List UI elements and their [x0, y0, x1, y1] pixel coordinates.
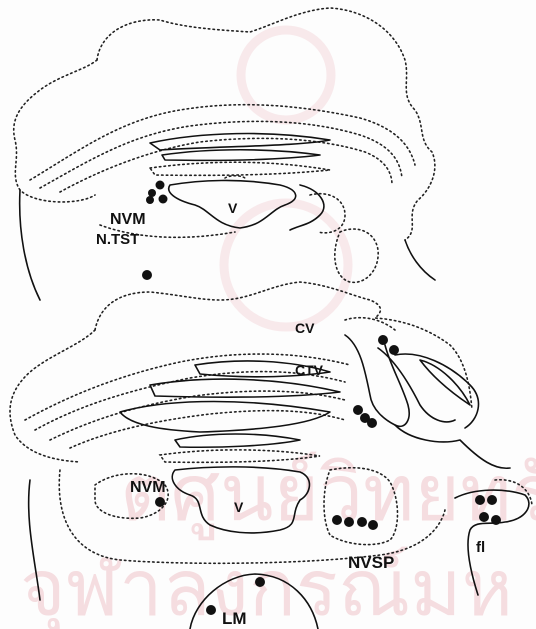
marker-dot	[353, 405, 363, 415]
label-v-lower: V	[234, 499, 244, 515]
upper-folium-c	[150, 162, 330, 175]
label-nvsp: NVSP	[348, 553, 394, 572]
upper-layer-2	[40, 121, 402, 188]
upper-lateral-outline	[14, 60, 97, 202]
watermark-seal-lower	[224, 203, 348, 327]
label-nvm-lower: NVM	[130, 479, 166, 496]
marker-dot	[378, 335, 388, 345]
label-nvm-upper: NVM	[110, 211, 146, 228]
lower-folium-c	[120, 402, 330, 433]
label-cv: CV	[295, 320, 315, 336]
marker-dot	[344, 517, 354, 527]
marker-dot	[156, 181, 165, 190]
label-v-upper: V	[228, 200, 238, 216]
marker-dot	[475, 495, 485, 505]
lower-folium-d	[175, 434, 300, 447]
label-ntst: N.TST	[96, 231, 139, 248]
upper-folium-a	[150, 134, 330, 150]
marker-dot	[389, 345, 399, 355]
watermark: ตศูนย์วิทยทรั จุฬาลงกรณ์มห	[20, 30, 536, 629]
marker-dot	[148, 189, 156, 197]
marker-dot	[155, 497, 165, 507]
label-ctv: CTV	[295, 362, 324, 378]
marker-dot	[357, 517, 367, 527]
marker-dot	[367, 418, 377, 428]
upper-folium-b	[162, 150, 320, 161]
marker-dot	[146, 196, 154, 204]
upper-midline-mark	[225, 176, 245, 178]
marker-dot	[206, 605, 216, 615]
marker-dot	[255, 577, 265, 587]
watermark-text-lower: จุฬาลงกรณ์มห	[20, 544, 513, 629]
upper-brainstem-right-edge	[405, 240, 435, 280]
marker-dot	[159, 195, 168, 204]
marker-dot	[491, 515, 501, 525]
lower-lateral-lobe	[395, 354, 478, 428]
label-fl: fl	[476, 539, 485, 556]
lower-lateral-pocket	[345, 318, 395, 330]
label-lm: LM	[222, 609, 247, 628]
marker-dot	[332, 515, 342, 525]
marker-dot	[487, 495, 497, 505]
upper-brainstem-left-edge	[20, 190, 40, 300]
lower-lateral-outline	[10, 330, 95, 462]
upper-layer-1	[30, 105, 415, 180]
marker-dot	[479, 512, 489, 522]
marker-dot	[368, 520, 378, 530]
marker-dot	[142, 270, 152, 280]
lower-folium-b	[150, 379, 340, 397]
